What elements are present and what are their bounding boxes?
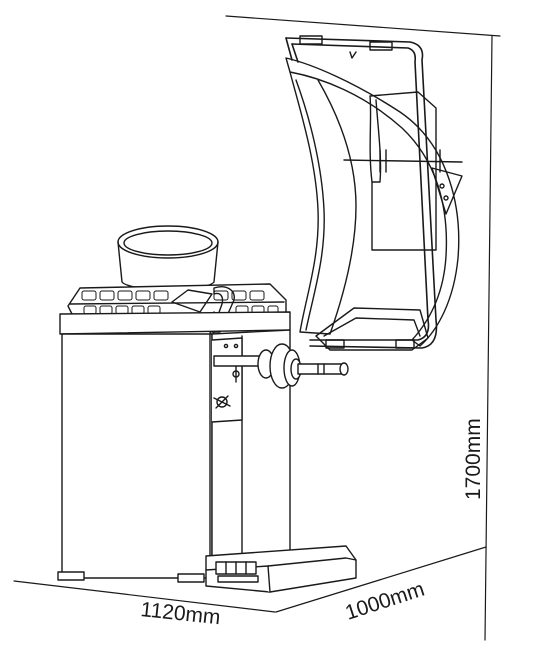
cabinet-feet [57,571,205,583]
width-dimension-label: 1120mm [139,598,221,629]
wheel-on-tray [117,225,219,291]
depth-dimension-label: 1000mm [342,578,427,625]
foot-pedal-base [205,545,357,593]
cabinet [59,311,291,579]
height-dimension-label: 1700mm [462,418,485,500]
balancing-shaft [213,343,349,389]
wheel-hood [285,35,463,351]
small-knob [232,365,240,383]
dimension-lines [13,15,501,641]
brake-knob [213,395,231,409]
hood-frame [285,37,438,349]
